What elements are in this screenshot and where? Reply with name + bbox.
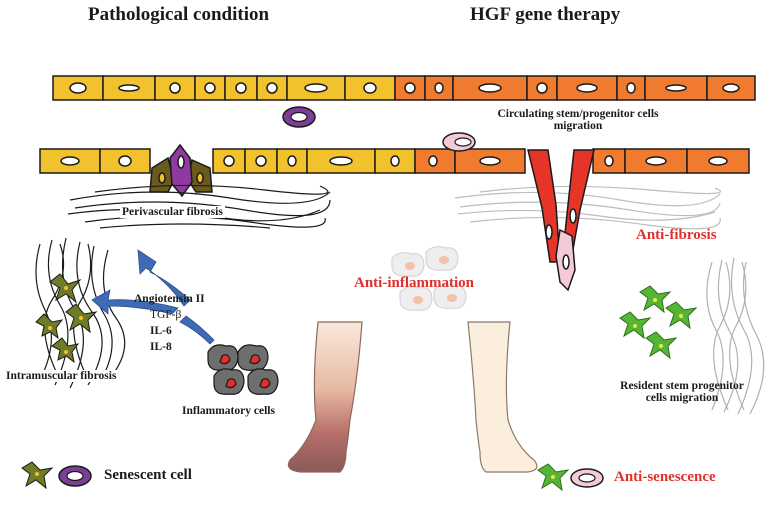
resolved-intramuscular-fibrosis xyxy=(706,257,765,415)
intramuscular-fibrosis-lines xyxy=(35,237,126,389)
intramuscular-fibrosis-label: Intramuscular fibrosis xyxy=(4,370,119,383)
perivascular-fibrosis-label: Perivascular fibrosis xyxy=(120,206,225,219)
inflammatory-cells-label: Inflammatory cells xyxy=(182,405,275,417)
lower-vessel-wall xyxy=(39,148,750,174)
leg-healthy xyxy=(467,321,538,473)
upper-vessel-wall xyxy=(52,75,756,101)
senescent-cell-legend-label: Senescent cell xyxy=(104,467,192,483)
resident-cells-label: Resident stem progenitor cells migration xyxy=(620,380,744,405)
perivascular-senescent-cluster xyxy=(149,143,213,198)
signaling-arrows xyxy=(91,249,215,345)
leg-diseased xyxy=(287,321,363,473)
anti-inflammation-label: Anti-inflammation xyxy=(354,275,474,291)
anti-senescence-label: Anti-senescence xyxy=(614,469,716,485)
cytokine-il6: IL-6 xyxy=(150,325,172,337)
circulating-cells-label: Circulating stem/progenitor cells migrat… xyxy=(497,108,659,133)
right-panel-title: HGF gene therapy xyxy=(470,4,621,25)
migrating-progenitor-cells xyxy=(527,149,595,292)
legend-senescent-cell-icon xyxy=(58,465,92,487)
cytokine-tgf: TGF-β xyxy=(150,309,182,321)
inflammatory-cells xyxy=(207,344,279,395)
anti-fibrosis-label: Anti-fibrosis xyxy=(636,227,717,243)
left-panel-title: Pathological condition xyxy=(88,4,270,25)
cytokine-angiotensin: Angiotensin II xyxy=(134,293,205,305)
circulating-senescent-cell xyxy=(282,106,316,128)
resolved-perivascular-fibrosis xyxy=(454,185,721,230)
resident-stem-cells xyxy=(619,285,698,360)
circulating-progenitor-cell xyxy=(442,132,476,152)
cytokine-il8: IL-8 xyxy=(150,341,172,353)
legend-progenitor-cell-icon xyxy=(570,468,604,488)
